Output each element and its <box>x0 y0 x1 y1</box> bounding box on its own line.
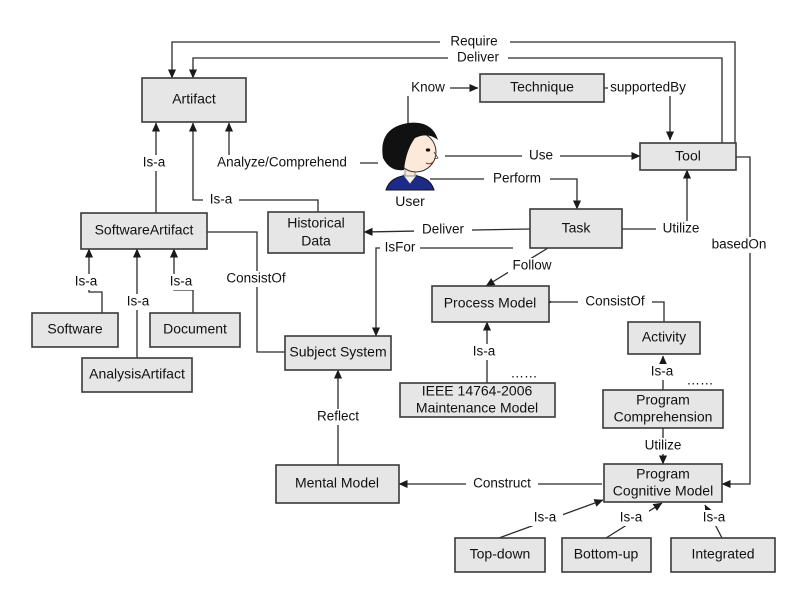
label-consist-of-subject-system: ConsistOf <box>226 271 286 286</box>
label-isa-analysis-artifact: Is-a <box>127 294 150 309</box>
node-integrated: Integrated <box>670 537 776 573</box>
node-technique: Technique <box>479 73 605 103</box>
node-top-down: Top-down <box>454 537 546 573</box>
svg-text:Historical: Historical <box>287 215 345 231</box>
label-isa-bottom-up: Is-a <box>620 510 643 525</box>
svg-text:Artifact: Artifact <box>172 91 216 107</box>
svg-text:Technique: Technique <box>510 79 574 95</box>
node-activity: Activity <box>627 321 701 355</box>
node-historical-data: Historical Data <box>267 211 365 254</box>
node-document: Document <box>149 312 241 348</box>
svg-text:Cognitive Model: Cognitive Model <box>613 483 713 499</box>
edge-deliver-top <box>188 57 723 143</box>
svg-text:Comprehension: Comprehension <box>614 409 713 425</box>
label-utilize-task: Utilize <box>663 221 700 236</box>
svg-text:Tool: Tool <box>675 148 701 164</box>
label-use: Use <box>529 148 553 163</box>
edge-perform <box>430 178 582 210</box>
label-isa-document: Is-a <box>170 274 193 289</box>
label-deliver-task: Deliver <box>422 222 465 237</box>
svg-text:Program: Program <box>636 392 690 408</box>
label-based-on: basedOn <box>712 237 767 252</box>
svg-text:Data: Data <box>301 233 331 249</box>
node-subject-system: Subject System <box>284 335 392 371</box>
edge-consist-of-subject-system <box>207 231 285 352</box>
label-utilize-pc: Utilize <box>645 438 682 453</box>
label-know: Know <box>411 80 445 95</box>
node-program-cognitive-model: Program Cognitive Model <box>603 463 723 503</box>
label-isa-integrated: Is-a <box>703 510 726 525</box>
label-perform: Perform <box>493 171 541 186</box>
svg-text:Mental Model: Mental Model <box>295 475 379 491</box>
label-ellipsis-pc: …… <box>687 373 714 388</box>
svg-text:Top-down: Top-down <box>470 546 531 562</box>
label-ellipsis-ieee: …… <box>511 366 538 381</box>
svg-text:Program: Program <box>636 466 690 482</box>
svg-text:AnalysisArtifact: AnalysisArtifact <box>89 366 185 382</box>
svg-text:IEEE 14764-2006: IEEE 14764-2006 <box>422 383 533 399</box>
label-construct: Construct <box>473 476 531 491</box>
label-follow: Follow <box>512 258 551 273</box>
user-figure: User <box>382 122 439 209</box>
svg-text:Subject System: Subject System <box>289 344 386 360</box>
node-artifact: Artifact <box>141 77 247 123</box>
edge-isa-historical-data <box>188 122 319 212</box>
label-deliver-top: Deliver <box>457 50 500 65</box>
node-ieee-maintenance-model: IEEE 14764-2006 Maintenance Model <box>399 382 556 418</box>
svg-text:SoftwareArtifact: SoftwareArtifact <box>95 222 194 238</box>
svg-text:Bottom-up: Bottom-up <box>574 546 639 562</box>
label-isa-software: Is-a <box>75 274 98 289</box>
label-supported-by: supportedBy <box>610 80 686 95</box>
node-program-comprehension: Program Comprehension <box>602 389 724 429</box>
label-reflect: Reflect <box>317 409 359 424</box>
svg-text:Task: Task <box>562 220 592 236</box>
node-tool: Tool <box>639 142 737 171</box>
svg-text:Process Model: Process Model <box>444 295 537 311</box>
node-software-artifact: SoftwareArtifact <box>80 212 208 250</box>
label-is-for: IsFor <box>385 240 416 255</box>
label-require: Require <box>450 34 497 49</box>
node-software: Software <box>31 312 119 348</box>
node-process-model: Process Model <box>431 285 550 323</box>
node-analysis-artifact: AnalysisArtifact <box>81 357 193 393</box>
svg-text:Software: Software <box>47 321 102 337</box>
label-isa-top-down: Is-a <box>534 510 557 525</box>
label-isa-ieee: Is-a <box>473 344 496 359</box>
user-label: User <box>395 193 425 209</box>
label-analyze: Analyze/Comprehend <box>217 155 347 170</box>
svg-text:Activity: Activity <box>642 329 686 345</box>
node-task: Task <box>529 208 623 249</box>
edge-is-for <box>371 247 513 337</box>
label-isa-historical-data: Is-a <box>210 192 233 207</box>
user-avatar-icon <box>382 122 439 191</box>
edge-based-on <box>721 156 751 489</box>
svg-text:Maintenance Model: Maintenance Model <box>416 400 538 416</box>
svg-text:Document: Document <box>163 321 227 337</box>
label-isa-program-comprehension: Is-a <box>651 364 674 379</box>
svg-text:Integrated: Integrated <box>691 546 754 562</box>
node-bottom-up: Bottom-up <box>561 537 652 573</box>
edge-isa-software <box>84 248 103 313</box>
label-consist-of-activity: ConsistOf <box>585 294 645 309</box>
node-mental-model: Mental Model <box>275 464 400 504</box>
label-isa-software-artifact: Is-a <box>143 155 166 170</box>
